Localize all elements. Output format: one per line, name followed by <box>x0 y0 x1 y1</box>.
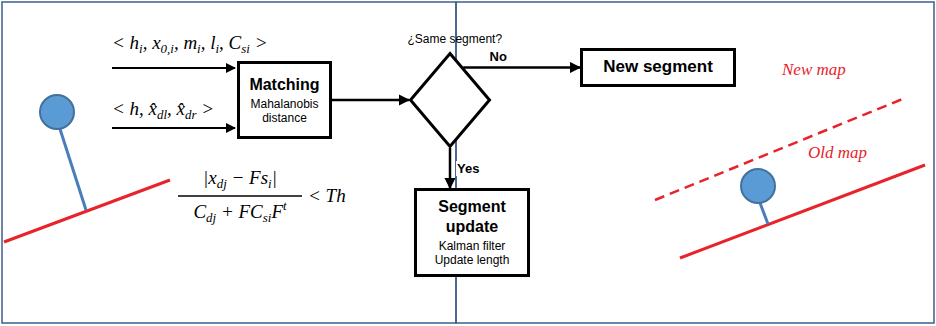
input-arrow <box>112 127 235 129</box>
math-text: C <box>193 201 206 222</box>
left-panel <box>2 2 456 323</box>
formula-numerator: |xdj − Fsi| <box>203 167 277 192</box>
box-title: New segment <box>603 57 713 77</box>
math-text: < h <box>112 32 139 53</box>
input-tuple: < h, x̂dl, x̂dr > <box>112 98 214 123</box>
new-map-line <box>655 98 905 200</box>
math-text: < h, x̂ <box>112 98 157 119</box>
map-label: Old map <box>808 143 867 163</box>
box-title: Matching <box>244 75 325 94</box>
sensor-ray <box>760 203 768 224</box>
subscript: dj <box>206 210 216 225</box>
math-text: , m <box>174 32 197 53</box>
box-detail: Kalman filter Update length <box>421 239 523 268</box>
math-text: , x <box>143 32 161 53</box>
robot-circle <box>40 95 74 129</box>
subscript: i <box>197 41 201 56</box>
math-text: New map <box>782 60 846 79</box>
edge-label: No <box>489 49 508 64</box>
formula-threshold: < Th <box>308 185 346 207</box>
decision-label: ¿Same segment? <box>407 32 502 46</box>
map-label: New map <box>782 60 846 80</box>
fraction-bar <box>178 195 302 197</box>
input-arrow <box>112 67 235 69</box>
box-title: Segment update <box>421 197 523 235</box>
edge-label: Yes <box>456 161 480 176</box>
math-text: < Th <box>308 185 346 206</box>
diamond-shape <box>411 54 490 147</box>
math-text: , C <box>219 32 241 53</box>
formula-denominator: Cdj + FCsiFt <box>193 199 286 225</box>
input-tuple: < hi, x0,i, mi, li, Csi > <box>112 32 267 57</box>
process-box: Segment updateKalman filter Update lengt… <box>414 188 530 277</box>
math-text: , l <box>201 32 216 53</box>
old-map-line <box>680 165 925 258</box>
subscript: i <box>139 41 143 56</box>
subscript: dl <box>157 107 167 122</box>
math-text: F <box>271 201 283 222</box>
diamond-outline <box>409 52 491 148</box>
subscript: dr <box>185 107 196 122</box>
box-content: New segment <box>599 53 717 81</box>
math-text: + FC <box>216 201 263 222</box>
process-box: New segment <box>580 48 736 87</box>
math-text: − Fs <box>227 167 268 188</box>
map-segment <box>4 180 170 242</box>
flow-arrow <box>463 66 580 69</box>
math-text: > <box>196 98 214 119</box>
box-content: Segment updateKalman filter Update lengt… <box>417 193 527 271</box>
math-text: |x <box>203 167 217 188</box>
subscript: si <box>241 41 250 56</box>
math-text: > <box>250 32 268 53</box>
flow-arrow <box>449 148 452 188</box>
subscript: dj <box>217 176 227 191</box>
subscript: 0,i <box>161 41 174 56</box>
sensor-ray <box>60 129 86 210</box>
flow-arrow <box>332 99 409 102</box>
box-detail: Mahalanobis distance <box>244 97 325 126</box>
subscript: i <box>268 176 272 191</box>
robot-circle <box>741 169 775 203</box>
math-text: Old map <box>808 143 867 162</box>
decision-diamond: ¿Same segment? <box>409 52 491 148</box>
superscript: t <box>283 198 287 213</box>
box-content: MatchingMahalanobis distance <box>240 71 329 130</box>
math-text: , x̂ <box>167 98 185 119</box>
math-text: | <box>272 167 277 188</box>
process-box: MatchingMahalanobis distance <box>237 61 332 139</box>
subscript: i <box>215 41 219 56</box>
subscript: si <box>263 210 272 225</box>
